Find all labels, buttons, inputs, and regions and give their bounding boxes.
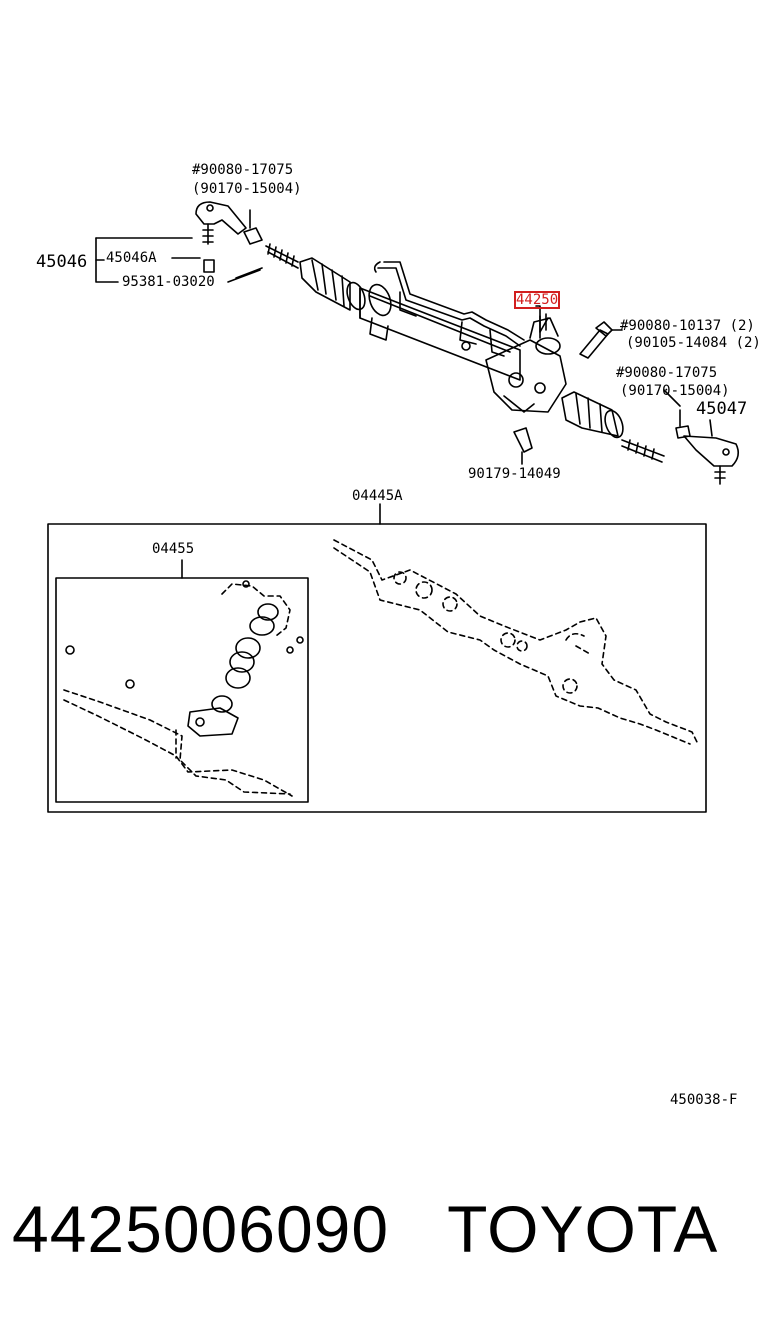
brand-name: TOYOTA — [447, 1192, 719, 1266]
left-threaded-rod — [265, 243, 299, 269]
right-threaded-rod — [621, 439, 665, 463]
label-r-top1: #90080-10137 (2) — [620, 318, 755, 334]
label-04445a: 04445A — [352, 488, 403, 504]
label-95381: 95381-03020 — [122, 274, 215, 290]
rack-outline-dashed — [333, 539, 699, 745]
inner-kit-seals — [65, 580, 304, 737]
label-tl-sub: (90170-15004) — [192, 181, 302, 197]
retaining-clip — [513, 305, 541, 465]
label-r-mid2: (90170-15004) — [620, 383, 730, 399]
label-45046: 45046 — [36, 252, 88, 272]
part-number: 4425006090 — [12, 1192, 390, 1266]
kit-box-outer — [47, 503, 707, 813]
left-boot — [299, 257, 366, 311]
right-boot — [561, 391, 624, 439]
left-leaders — [95, 237, 263, 283]
left-tie-rod-end — [195, 201, 247, 273]
leader-r-mid — [663, 389, 681, 407]
left-nut — [243, 209, 263, 245]
label-r-top2: (90105-14084 (2) — [626, 335, 760, 351]
label-45046a: 45046A — [106, 250, 157, 266]
label-tl-part: #90080-17075 — [192, 162, 294, 178]
label-04455: 04455 — [152, 541, 195, 557]
label-r-mid1: #90080-17075 — [616, 365, 718, 381]
mounting-bolt — [579, 321, 623, 359]
rack-housing — [359, 283, 521, 381]
right-tie-rod-end — [675, 409, 740, 485]
hydraulic-tubes — [373, 261, 525, 357]
label-ref-code: 450038-F — [670, 1092, 738, 1108]
kit-box-inner — [55, 559, 309, 803]
label-45047: 45047 — [696, 399, 748, 419]
label-44250-highlight: 44250 — [513, 291, 561, 309]
label-90179: 90179-14049 — [468, 466, 561, 482]
valve-housing — [485, 313, 567, 413]
inner-rack-outline-dashed — [63, 583, 293, 797]
